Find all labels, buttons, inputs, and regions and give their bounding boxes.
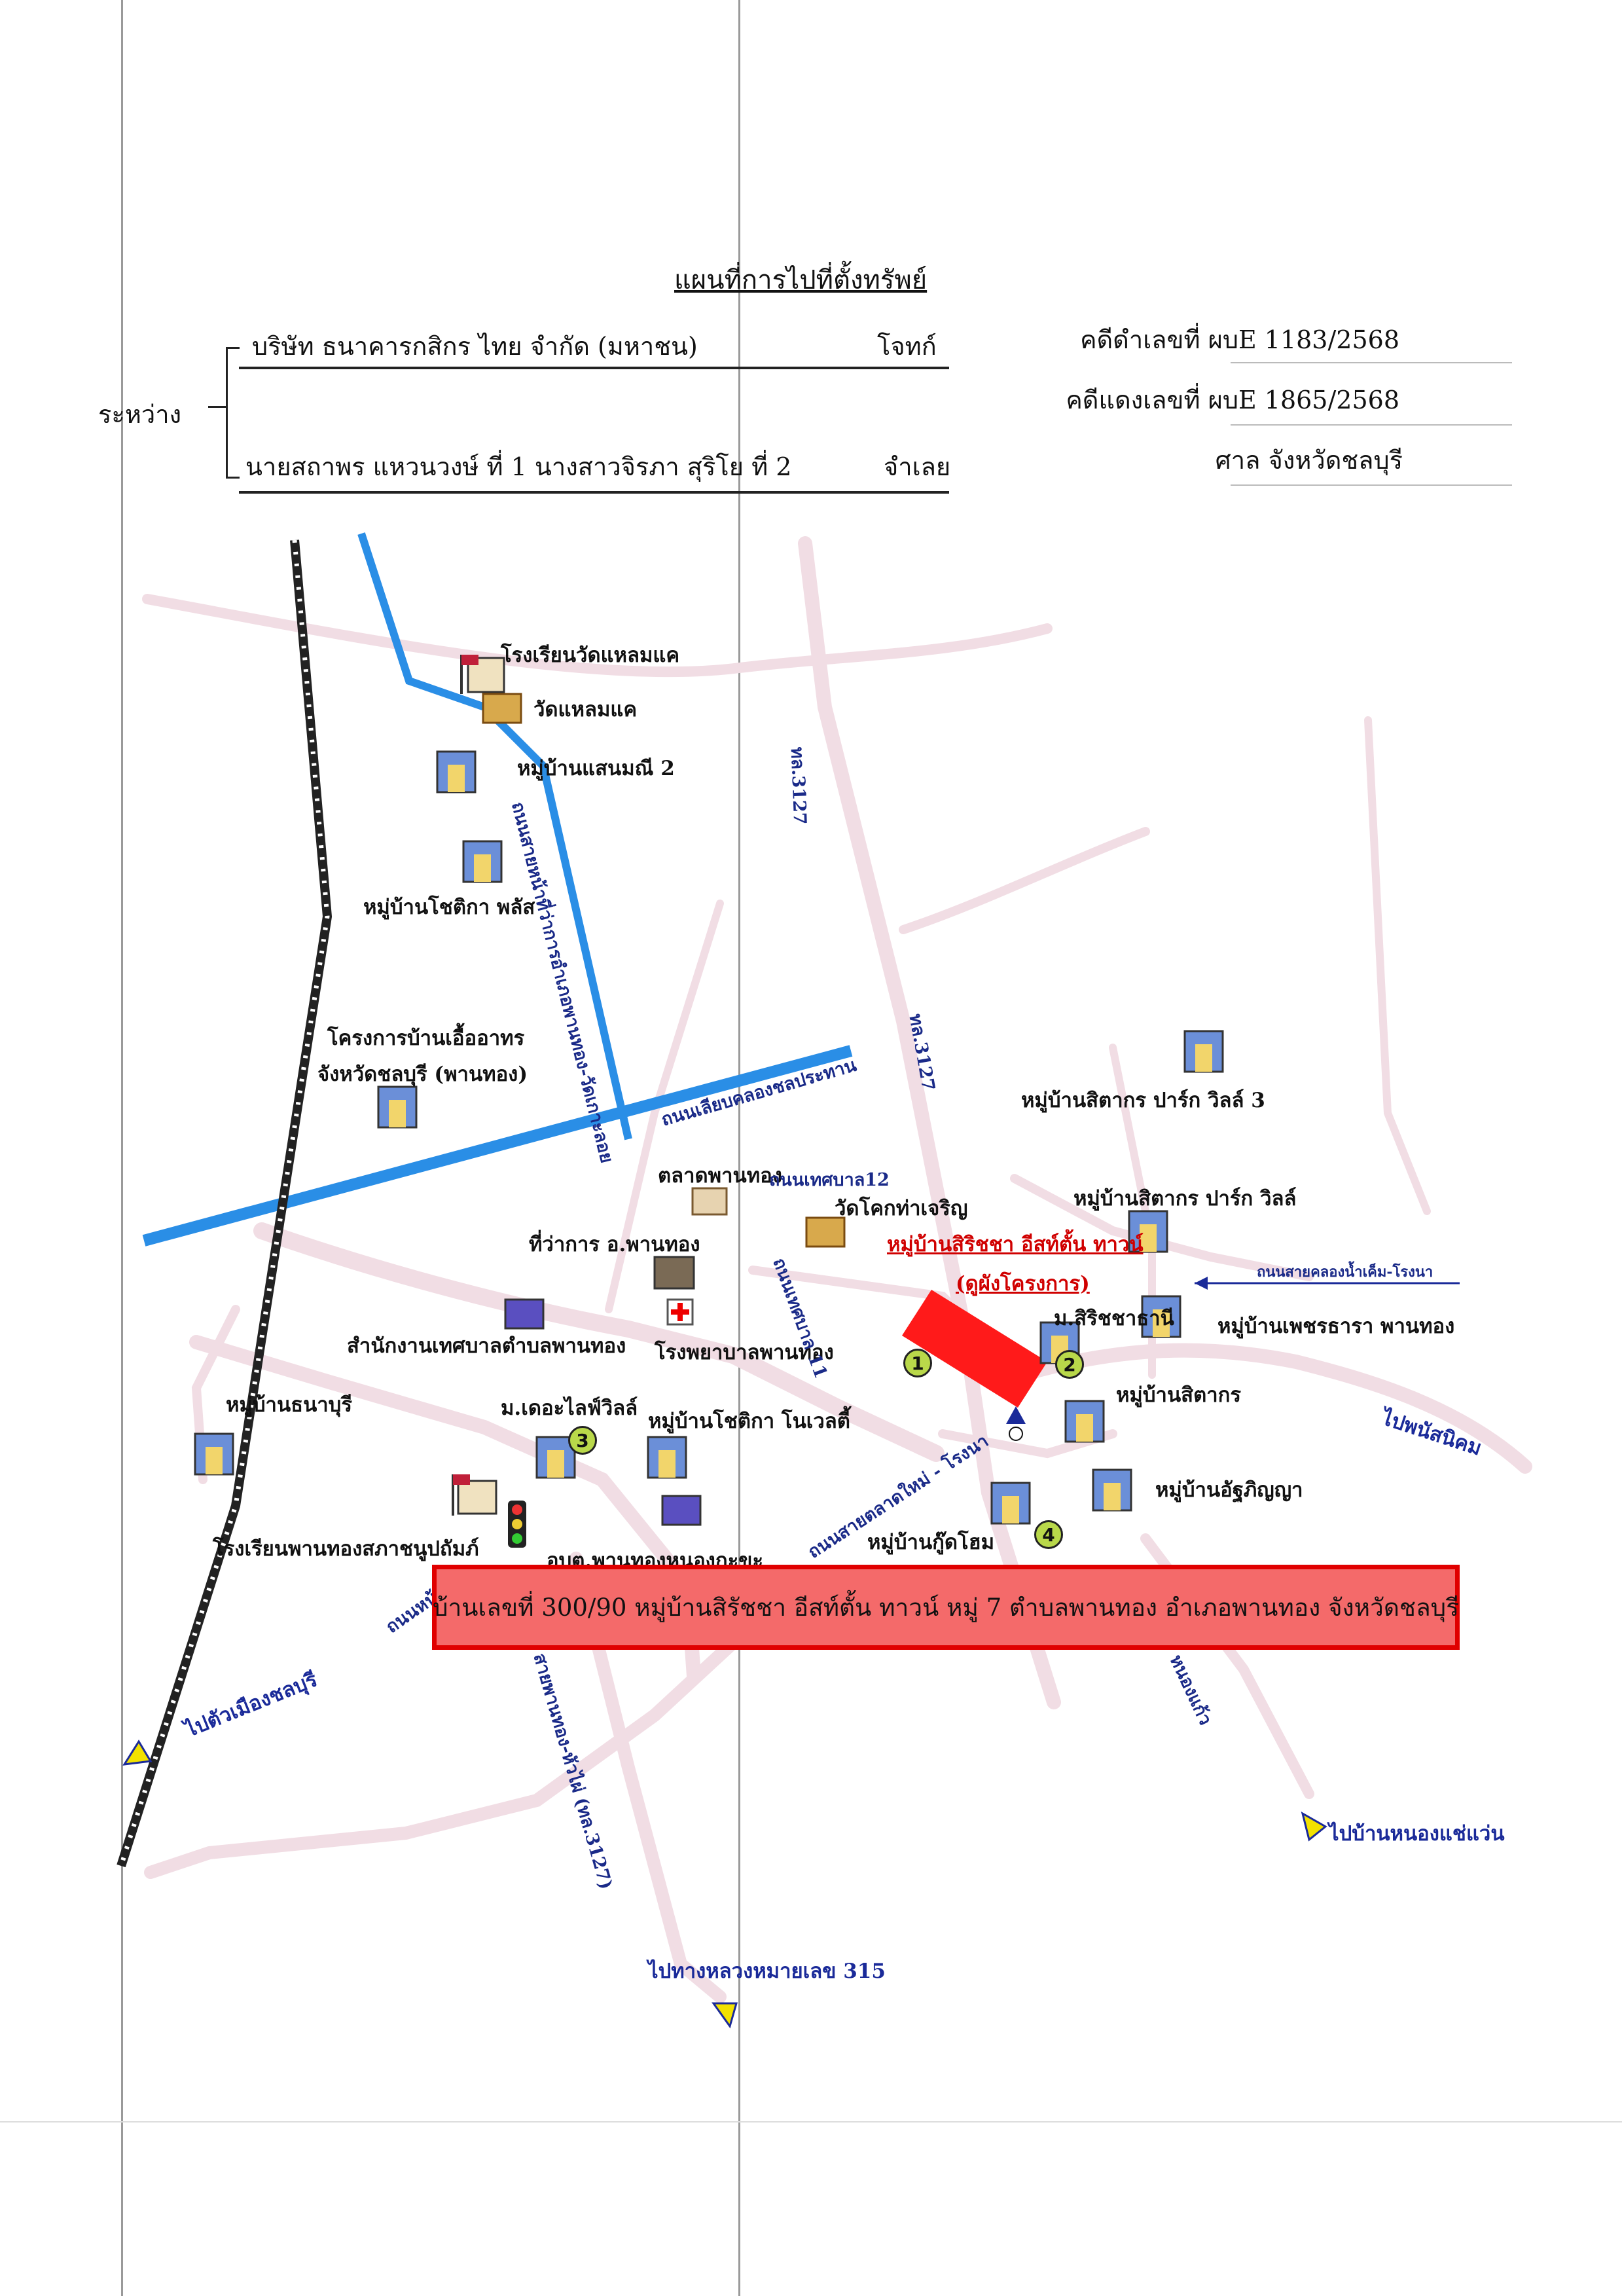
north-marker-icon: [1006, 1406, 1026, 1424]
place-chotika-novelty: หมู่บ้านโชติกา โนเวลตี้: [648, 1410, 850, 1433]
road: [605, 900, 724, 1313]
road: [253, 1222, 945, 1462]
road-label-canal-rongna: ถนนสายคลองน้ำเค็ม-โรงนา: [1257, 1264, 1433, 1281]
road: [1014, 1343, 1532, 1474]
page-title: แผนที่การไปที่ตั้งทรัพย์: [674, 265, 928, 295]
property-parcel: [902, 1290, 1047, 1408]
black-case-number: คดีดำเลขที่ ผบE 1183/2568: [1080, 325, 1399, 354]
place-koo-som: หมู่บ้านกู๊ดโฮม: [867, 1531, 995, 1554]
case-underline: [1231, 424, 1512, 426]
plaintiff-name: บริษัท ธนาคารกสิกร ไทย จำกัด (มหาชน): [252, 332, 698, 361]
place-sitakorn-park-ville: หมู่บ้านสิตากร ปาร์ก วิลล์: [1073, 1187, 1297, 1211]
place-wat-khok: วัดโคกท่าเจริญ: [835, 1197, 968, 1220]
bracket: [226, 347, 240, 479]
market-icon: [691, 1187, 728, 1216]
place-sirichsatharnee: ม.สิริชชาธานี: [1054, 1307, 1174, 1330]
direction-to-nong-chaeng: ไปบ้านหนองแช่แว่น: [1329, 1822, 1505, 1846]
place-phet-thara: หมู่บ้านเพชรธารา พานทอง: [1217, 1315, 1455, 1338]
fold-line: [0, 2121, 1622, 2123]
fold-line: [121, 0, 123, 2296]
temple-icon: [805, 1216, 846, 1248]
road: [144, 1630, 746, 1879]
place-eua-arthorn: โครงการบ้านเอื้ออาทร: [327, 1027, 525, 1050]
marker-3: 3: [568, 1426, 597, 1455]
government-icon: [653, 1256, 695, 1290]
place-district-office: ที่ว่าการ อ.พานทอง: [529, 1233, 700, 1256]
hospital-cross: [671, 1303, 689, 1321]
place-school-wat-laem-kae: โรงเรียนวัดแหลมแค: [501, 644, 680, 667]
place-the-eyes-ville: ม.เดอะไลฟ์วิลล์: [501, 1396, 638, 1420]
divider: [239, 367, 949, 369]
flag: [453, 1474, 470, 1485]
place-chotika-plus: หมู่บ้านโชติกา พลัส: [363, 896, 535, 919]
road: [142, 594, 1053, 678]
direction-to-highway-315: ไปทางหลวงหมายเลข 315: [648, 1959, 886, 1983]
direction-arrow: [712, 2002, 738, 2029]
school-icon: [457, 1480, 497, 1515]
bracket-tick: [208, 406, 226, 408]
village-icon-door: [448, 765, 465, 792]
property-address-box: บ้านเลขที่ 300/90 หมู่บ้านสิรัชชา อีสท์ต…: [432, 1565, 1460, 1650]
office-icon: [661, 1495, 702, 1526]
village-icon-door: [1076, 1414, 1093, 1442]
village-icon-door: [1104, 1483, 1121, 1510]
village-icon-door: [1195, 1044, 1212, 1072]
village-icon-door: [1153, 1309, 1170, 1337]
case-underline: [1231, 362, 1512, 363]
fold-line: [738, 0, 740, 2296]
defendant-role: จำเลย: [884, 452, 951, 481]
arrow-head: [1195, 1277, 1208, 1290]
place-market: ตลาดพานทอง: [658, 1164, 782, 1188]
place-school-phanthong: โรงเรียนพานทองสภาชนูปถัมภ์: [213, 1537, 479, 1561]
north-marker-dot: [1009, 1427, 1023, 1441]
road-label-3127: ทล.3127: [787, 746, 810, 826]
building-icons: [194, 655, 1224, 1548]
village-icon-door: [547, 1450, 564, 1478]
flag: [461, 655, 478, 665]
divider: [239, 491, 949, 494]
office-icon: [504, 1298, 545, 1330]
direction-arrow: [1301, 1811, 1327, 1842]
place-sitakorn: หมู่บ้านสิตากร: [1116, 1383, 1242, 1407]
place-wat-laem-kae: วัดแหลมแค: [533, 698, 638, 721]
place-see-plan: (ดูผังโครงการ): [956, 1272, 1090, 1296]
red-case-number: คดีแดงเลขที่ ผบE 1865/2568: [1066, 386, 1399, 414]
case-underline: [1231, 484, 1512, 486]
between-label: ระหว่าง: [98, 400, 182, 429]
plaintiff-role: โจทก์: [877, 332, 937, 361]
traffic-light-amber: [512, 1519, 522, 1529]
place-atchariya: หมู่บ้านอัฐภิญญา: [1155, 1478, 1303, 1502]
place-thanaburi: หมู่บ้านธนาบุรี: [226, 1393, 352, 1417]
marker-1: 1: [903, 1349, 932, 1377]
village-icon-door: [1140, 1224, 1157, 1252]
temple-icon: [482, 693, 522, 724]
railway-ties: [118, 539, 330, 1867]
court-name: ศาล จังหวัดชลบุรี: [1215, 446, 1403, 475]
place-eua-arthorn-province: จังหวัดชลบุรี (พานทอง): [317, 1063, 528, 1086]
road: [899, 827, 1150, 934]
road: [798, 536, 1061, 1709]
village-icon-door: [206, 1447, 223, 1474]
defendant-names: นายสถาพร แหวนวงษ์ ที่ 1 นางสาวจิรภา สุริ…: [245, 452, 792, 481]
marker-4: 4: [1034, 1520, 1063, 1549]
place-municipal-office: สำนักงานเทศบาลตำบลพานทอง: [347, 1334, 626, 1358]
place-hospital: โรงพยาบาลพานทอง: [655, 1341, 834, 1364]
road: [569, 1552, 727, 2003]
village-icon-door: [658, 1450, 676, 1478]
village-icon-door: [389, 1100, 406, 1127]
place-subject-village: หมู่บ้านสิริชชา อีสท์ตั้น ทาวน์: [887, 1233, 1144, 1256]
village-icon-door: [474, 854, 491, 882]
road-label-municipal-12: ถนนเทศบาล12: [769, 1170, 890, 1190]
road: [1364, 716, 1431, 1215]
direction-arrow: [122, 1740, 153, 1766]
traffic-light-red: [512, 1504, 522, 1515]
village-icon-door: [1002, 1496, 1019, 1523]
traffic-light-green: [512, 1533, 522, 1544]
canal: [142, 1045, 853, 1247]
place-saen-manee: หมู่บ้านแสนมณี 2: [517, 757, 675, 780]
place-sitakorn-park-ville-3: หมู่บ้านสิตากร ปาร์ก วิลล์ 3: [1021, 1089, 1265, 1112]
marker-2: 2: [1055, 1350, 1084, 1379]
